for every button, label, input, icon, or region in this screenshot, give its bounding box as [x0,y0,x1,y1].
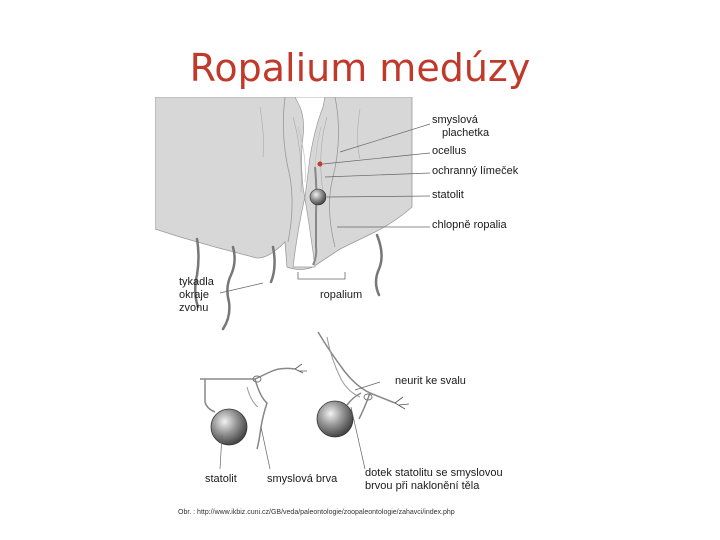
label-tykadla-3: zvonu [179,302,208,315]
label-neurit: neurit ke svalu [395,375,466,388]
ropalium-diagram: smyslová plachetka ocellus ochranný líme… [155,97,550,510]
label-smyslova-plachetka-1: smyslová [432,114,478,127]
label-dotek-2: brvou při naklonění těla [365,480,479,493]
label-tykadla-2: okraje [179,289,209,302]
label-ochranny-limecek: ochranný límeček [432,165,518,178]
ropalium-bracket [298,272,345,279]
statolit-ball-right [317,401,353,437]
slide-title: Ropalium medúzy [0,42,720,94]
label-chlopne-ropalia: chlopně ropalia [432,219,507,232]
label-statolit-bottom: statolit [205,473,237,486]
image-source-caption: Obr. : http://www.ikbiz.cuni.cz/GB/veda/… [178,509,455,516]
label-ocellus: ocellus [432,145,466,158]
ropalium-illustration [155,97,550,510]
label-tykadla-1: tykadla [179,276,214,289]
statolit-ball-left [211,409,247,445]
statolit-ball-top [310,189,326,205]
label-ropalium: ropalium [320,289,362,302]
bell-margin [155,97,412,270]
label-smyslova-plachetka-2: plachetka [442,127,489,140]
ocellus-spot [318,162,323,167]
statolith-resting [200,364,307,449]
label-statolit-top: statolit [432,189,464,202]
label-smyslova-brva: smyslová brva [267,473,337,486]
label-dotek-1: dotek statolitu se smyslovou [365,467,503,480]
